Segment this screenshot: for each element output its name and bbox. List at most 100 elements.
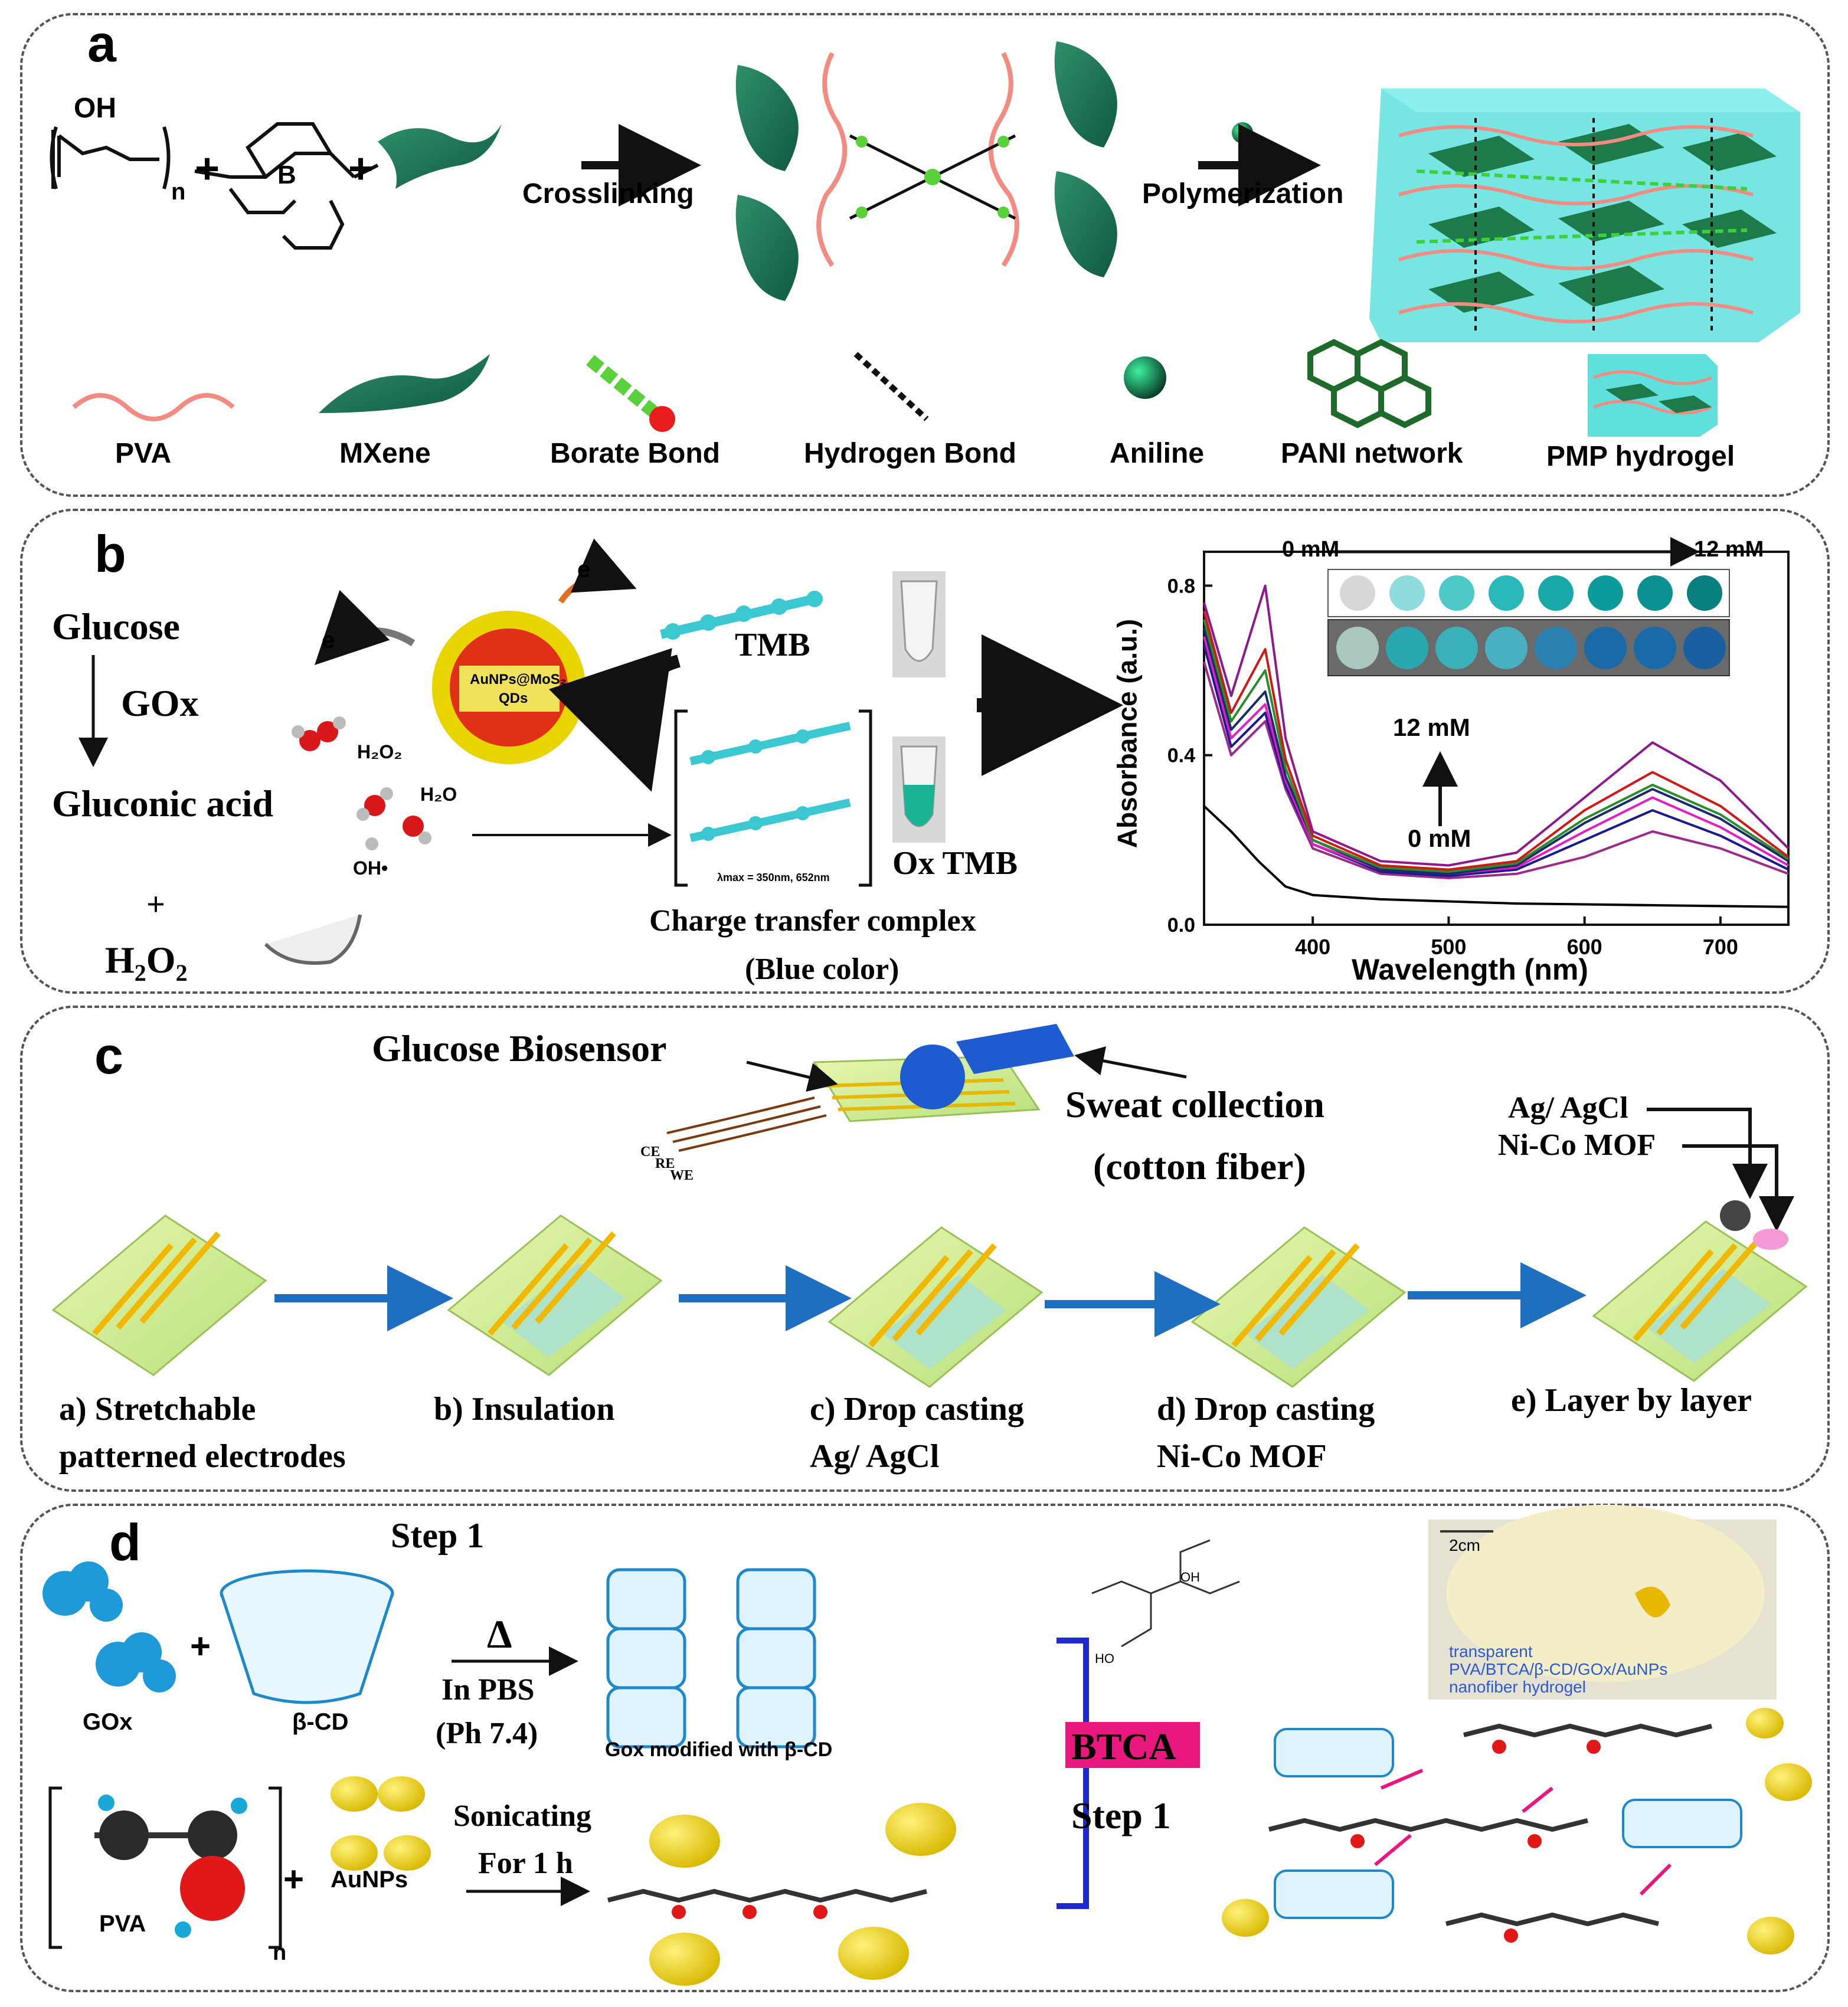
agcl-label: Ag/ AgCl — [1508, 1091, 1628, 1125]
h2o2-sub2: 2 — [175, 959, 188, 986]
ctc-line2: (Blue color) — [745, 952, 900, 986]
crosslinking-label: Crosslinking — [522, 178, 694, 209]
annotation-top-label: 12 mM — [1393, 713, 1470, 741]
plus-d2: + — [283, 1859, 305, 1899]
legend-pani-network-icon — [1307, 339, 1431, 428]
step1-right-label: Step 1 — [1071, 1795, 1171, 1836]
series-line-0 — [1203, 805, 1789, 908]
btca-ho-label: HO — [1095, 1651, 1114, 1666]
aunps-label: AuNPs — [331, 1867, 408, 1893]
legend-mxene-icon — [319, 354, 490, 413]
gox-enzyme-label: GOx — [83, 1709, 133, 1735]
legend-label-borate-bond: Borate Bond — [550, 438, 720, 469]
h2o2-h: H — [105, 939, 135, 981]
qd-label-line1: AuNPs@MoS₂ — [470, 672, 567, 687]
step-d-line2: Ni-Co MOF — [1157, 1438, 1327, 1475]
chart-series-group — [1203, 584, 1790, 908]
step-e-line1: e) Layer by layer — [1511, 1382, 1752, 1419]
swatch-dot-6 — [1637, 575, 1673, 611]
electrode-trace-3-2 — [1278, 1243, 1360, 1336]
pva-structure — [50, 126, 171, 189]
legend-pmp-hydrogel-icon — [1588, 354, 1718, 437]
nico-dot-icon — [1753, 1229, 1788, 1250]
gox-label: GOx — [121, 682, 199, 724]
cotton-fiber-label: (cotton fiber) — [1093, 1145, 1306, 1187]
series-line-7 — [1203, 584, 1790, 867]
insulation-layer-1 — [502, 1263, 626, 1357]
step-d-line1: d) Drop casting — [1157, 1391, 1375, 1428]
gox-enzyme-icon — [42, 1561, 176, 1692]
step-a-line2: patterned electrodes — [59, 1438, 346, 1475]
step-c-line1: c) Drop casting — [810, 1391, 1024, 1428]
electrode-trace-0-2 — [139, 1231, 221, 1324]
legend-label-pva: PVA — [115, 438, 172, 469]
legend-pva-icon — [72, 393, 235, 421]
electrode-trace-1-0 — [488, 1243, 569, 1336]
hydrogel-photo — [1428, 1505, 1777, 1700]
swatch-dot-4 — [1538, 575, 1574, 611]
electrode-trace-2-1 — [892, 1249, 973, 1342]
electrode-trace-2-2 — [915, 1243, 997, 1336]
agcl-pointer-icon — [1647, 1108, 1768, 1199]
panel-a-letter: a — [87, 14, 116, 73]
h2o-label: H₂O — [420, 784, 457, 805]
series-line-6 — [1203, 610, 1790, 871]
ctc-line1: Charge transfer complex — [649, 904, 976, 938]
chip-0 — [51, 1214, 267, 1376]
aunps-cluster-icon — [331, 1776, 431, 1871]
well-dot-6 — [1634, 627, 1676, 669]
nico-label: Ni-Co MOF — [1498, 1128, 1656, 1162]
series-line-2 — [1203, 644, 1789, 878]
swatch-dot-7 — [1687, 575, 1722, 611]
water-hydroxyl-molecules-icon — [356, 787, 431, 850]
electrode-trace-3-1 — [1255, 1249, 1336, 1342]
aniline-monomer-icon — [1232, 122, 1253, 143]
step-b-line1: b) Insulation — [434, 1391, 615, 1428]
electrode-trace-1-1 — [511, 1237, 593, 1330]
gox-modified-label: Gox modified with β-CD — [605, 1738, 833, 1761]
for-1h-label: For 1 h — [478, 1846, 573, 1880]
photo-scale-label: 2cm — [1449, 1536, 1480, 1554]
legend-label-pani-network: PANI network — [1281, 438, 1463, 469]
panel-b-letter: b — [94, 525, 126, 583]
y-tick-label-2: 0.8 — [1167, 575, 1195, 597]
swatch-dot-3 — [1489, 575, 1524, 611]
panel-b-frame — [20, 509, 1830, 994]
step-flow-arrows — [274, 1262, 1587, 1337]
electron-transfer-arrow-icon — [558, 538, 637, 604]
qd-label-line2: QDs — [499, 690, 528, 706]
electrode-ce-label: CE — [640, 1144, 660, 1160]
oh-label: OH — [74, 93, 116, 124]
agcl-dot-icon — [1720, 1200, 1751, 1231]
crosslinked-network — [735, 41, 1117, 301]
btca-highlight — [1065, 1722, 1200, 1768]
lambda-max-label: λmax = 350nm, 652nm — [717, 872, 830, 883]
swatch-dot-5 — [1588, 575, 1623, 611]
electrode-we-label: WE — [670, 1168, 694, 1183]
step-a-line1: a) Stretchable — [59, 1391, 256, 1428]
panel-a-frame — [20, 13, 1830, 497]
gluconic-acid-label: Gluconic acid — [52, 782, 274, 824]
legend-label-mxene: MXene — [339, 438, 431, 469]
beta-cd-cone-icon — [220, 1569, 394, 1704]
step-c-line2: Ag/ AgCl — [810, 1438, 940, 1475]
n-subscript: n — [171, 179, 186, 205]
in-pbs-label: In PBS — [441, 1673, 535, 1707]
clear-tube-photo — [892, 571, 946, 677]
reaction-curved-arrow-icon — [549, 648, 681, 792]
final-hydrogel-network-icon — [1222, 1708, 1812, 1954]
boron-label: B — [277, 161, 296, 189]
electron-label-2: e — [322, 627, 335, 653]
plus-d1: + — [190, 1626, 211, 1666]
photo-caption-line2: PVA/BTCA/β-CD/GOx/AuNPs — [1449, 1660, 1668, 1678]
swatch-dots — [1336, 575, 1726, 669]
tmb-label: TMB — [735, 627, 810, 663]
legend-label-aniline: Aniline — [1110, 438, 1205, 469]
electrode-trace-1-2 — [535, 1231, 616, 1324]
h2o2-sub1: 2 — [134, 959, 146, 986]
insulation-layer-3 — [1245, 1275, 1369, 1369]
well-dot-5 — [1584, 627, 1627, 669]
legend-end-label: 12 mM — [1694, 537, 1764, 562]
legend-aniline-icon — [1124, 356, 1166, 399]
